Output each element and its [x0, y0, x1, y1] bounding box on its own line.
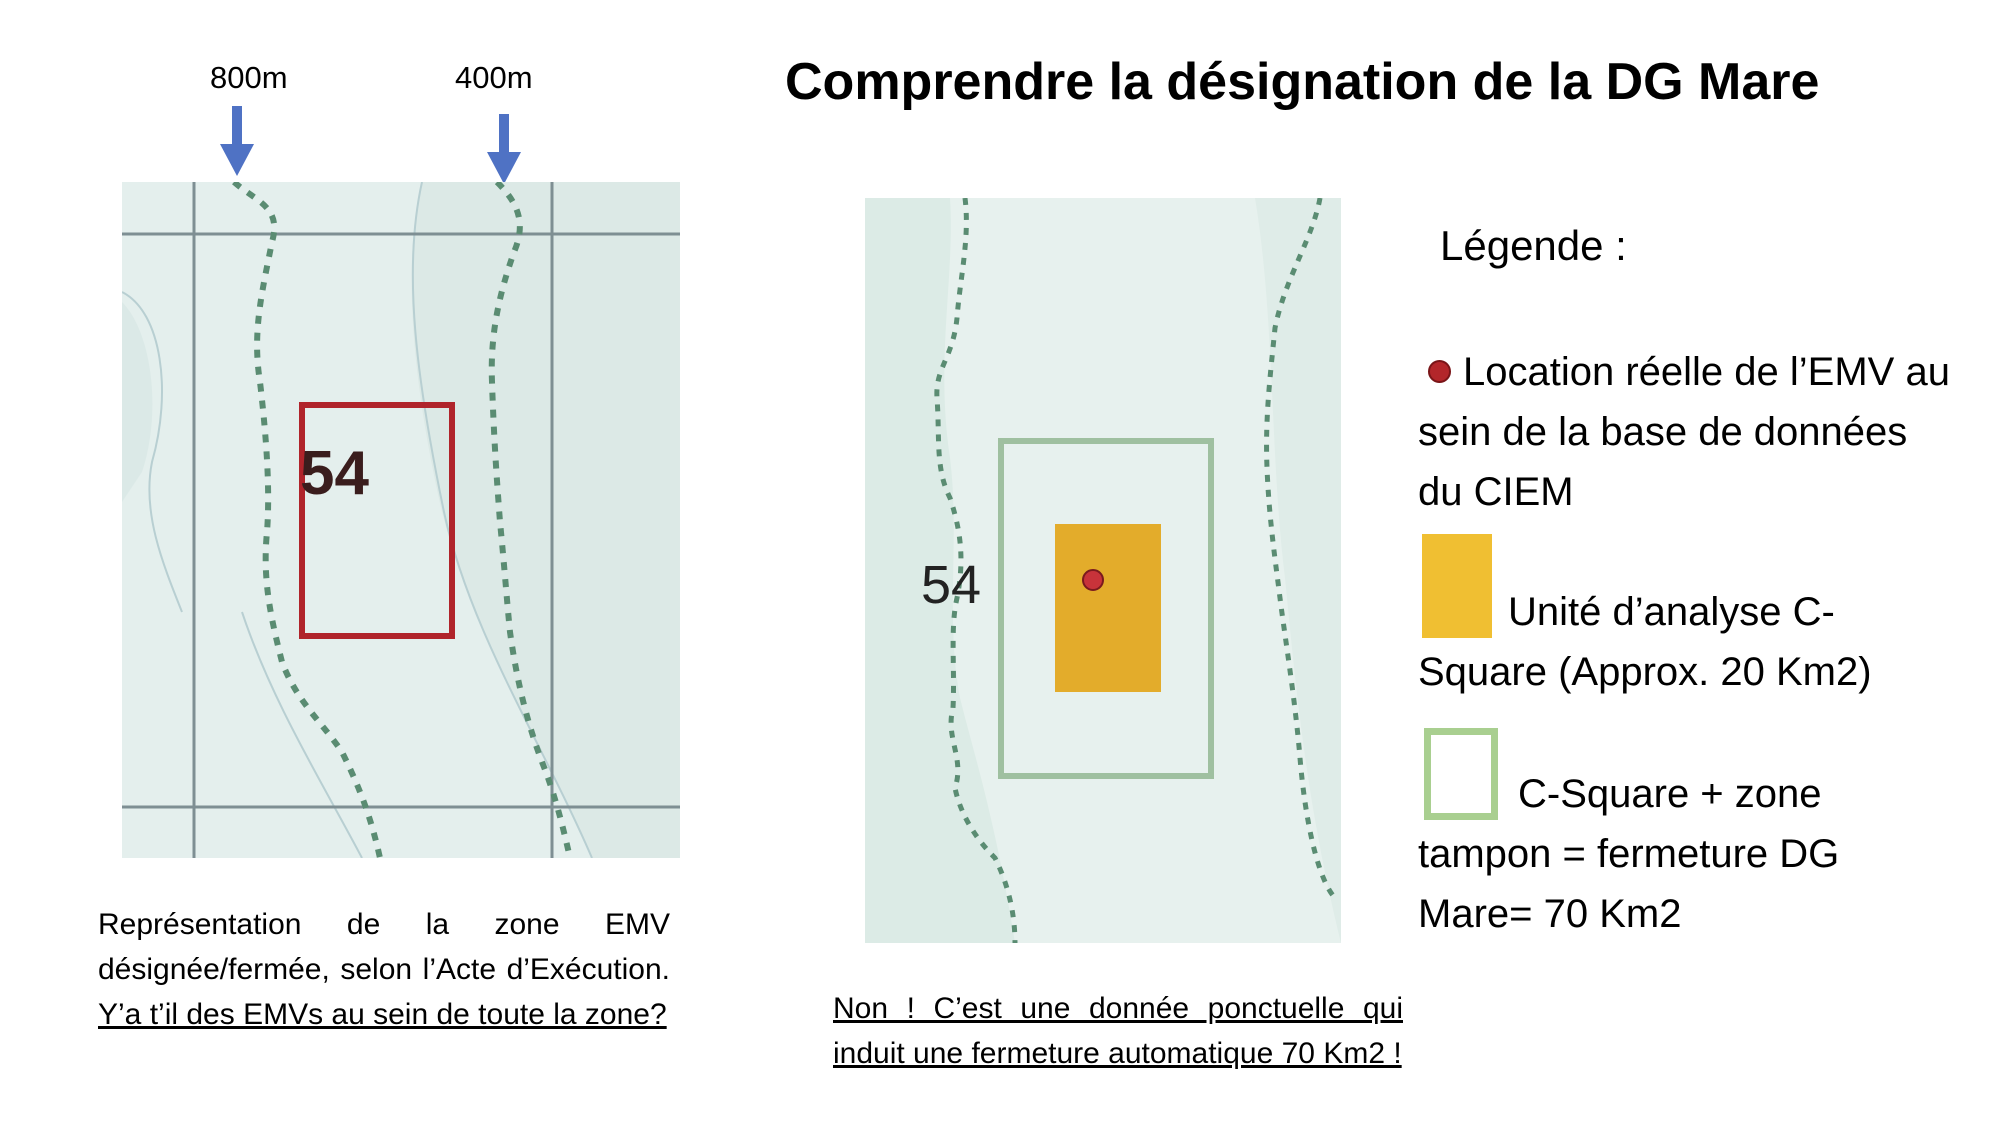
arrow-down-icon: [487, 114, 521, 184]
page-title: Comprendre la désignation de la DG Mare: [785, 53, 1820, 111]
buffer-swatch-icon: [1424, 728, 1498, 820]
csquare-swatch-icon: [1422, 534, 1492, 638]
arrow-down-icon: [220, 106, 254, 176]
caption-left-question: Y’a t’il des EMVs au sein de toute la zo…: [98, 998, 667, 1031]
legend-item-label: Location réelle de l’EMV au sein de la b…: [1418, 350, 1950, 514]
caption-right: Non ! C’est une donnée ponctuelle qui in…: [833, 992, 1403, 1070]
legend-item-csquare: Unité d’analyse C-Square (Approx. 20 Km2…: [1418, 582, 1958, 702]
emv-point: [1082, 569, 1104, 591]
depth-label-400m: 400m: [455, 60, 533, 95]
zone-number-label: 54: [921, 555, 981, 615]
red-dot-icon: [1428, 359, 1451, 383]
legend-item-label: Unité d’analyse C-Square (Approx. 20 Km2…: [1418, 590, 1872, 694]
legend-title: Légende :: [1440, 222, 1627, 269]
map-designated-zone: 54: [122, 182, 680, 858]
zone-number-label: 54: [300, 439, 369, 508]
legend-item-label: C-Square + zone tampon = fermeture DG Ma…: [1418, 772, 1840, 936]
caption-left: Représentation de la zone EMV désignée/f…: [98, 902, 670, 1037]
legend-item-emv-location: Location réelle de l’EMV au sein de la b…: [1418, 342, 1958, 522]
caption-left-text: Représentation de la zone EMV désignée/f…: [98, 908, 670, 986]
legend-item-buffer: C-Square + zone tampon = fermeture DG Ma…: [1418, 764, 1958, 944]
map-csquare-buffer: 54: [865, 198, 1341, 943]
depth-label-800m: 800m: [210, 60, 288, 95]
